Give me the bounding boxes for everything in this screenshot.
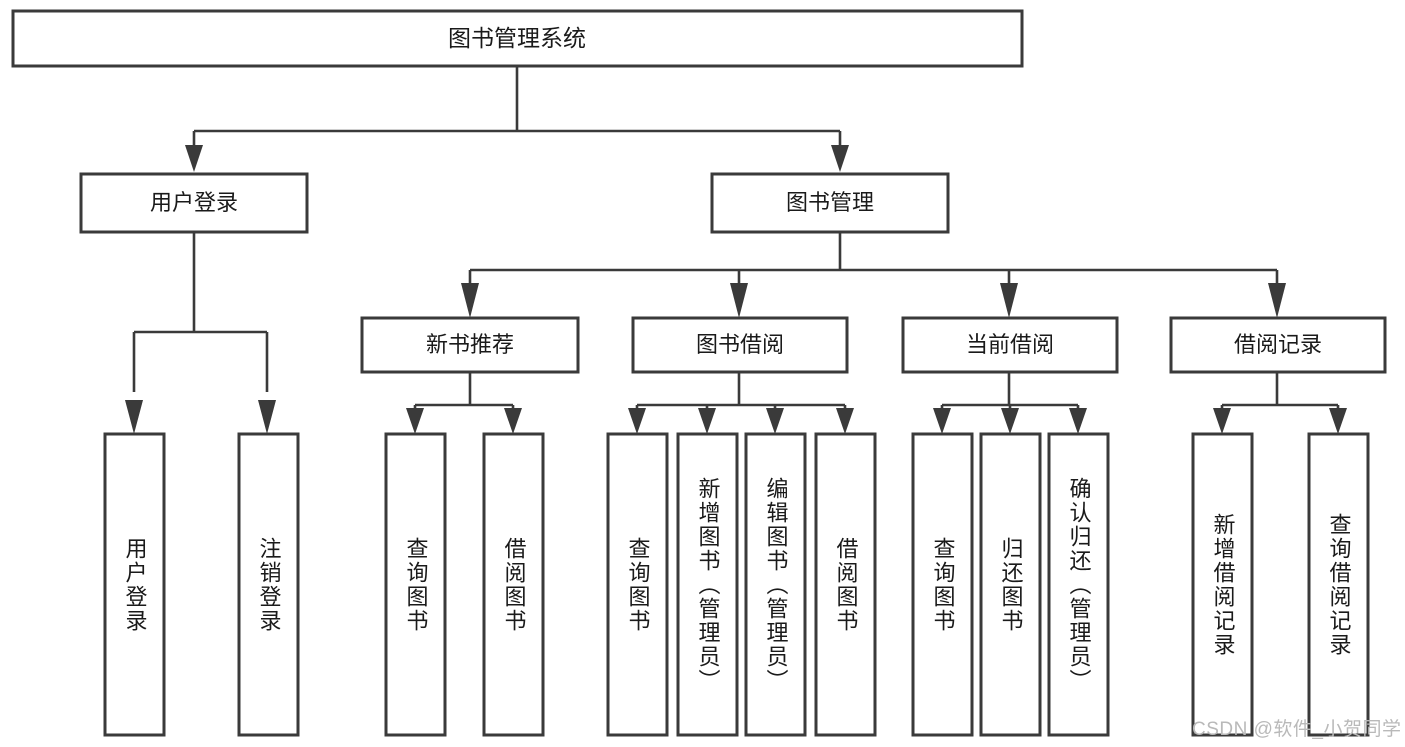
arrow-to-leaf-borrow-book-2 (836, 408, 854, 434)
connector-bookborrow-to-leaves (628, 372, 854, 434)
node-root[interactable]: 图书管理系统 (11, 9, 1024, 68)
node-current-borrow[interactable]: 当前借阅 (901, 316, 1119, 374)
node-leaf-borrow-book-1[interactable] (482, 432, 545, 737)
node-book-manage[interactable]: 图书管理 (710, 172, 950, 234)
arrow-to-leaf-query-book-3 (933, 408, 951, 434)
arrow-to-leaf-query-record (1329, 408, 1347, 434)
node-book-borrow-label: 图书借阅 (696, 332, 784, 357)
arrow-to-leaf-confirm-return (1069, 408, 1087, 434)
arrow-to-book-manage (831, 145, 849, 172)
connector-newbook-to-leaves (406, 372, 522, 434)
node-user-login-label: 用户登录 (150, 190, 238, 215)
node-borrow-record[interactable]: 借阅记录 (1169, 316, 1387, 374)
node-leaf-query-record[interactable] (1307, 432, 1370, 737)
arrow-to-leaf-borrow-book-1 (504, 408, 522, 434)
node-leaf-query-book-2[interactable] (606, 432, 669, 737)
node-leaf-borrow-book-2[interactable] (814, 432, 877, 737)
node-new-book-rec[interactable]: 新书推荐 (360, 316, 580, 374)
arrow-to-user-login (185, 145, 203, 172)
connector-bookmanage-to-level2 (461, 232, 1286, 318)
node-leaf-edit-book[interactable] (744, 432, 807, 737)
node-new-book-rec-label: 新书推荐 (426, 332, 514, 357)
arrow-to-leaf-user-login (125, 400, 143, 434)
node-book-borrow[interactable]: 图书借阅 (631, 316, 849, 374)
connector-currentborrow-to-leaves (933, 372, 1087, 434)
arrow-to-leaf-user-logout (258, 400, 276, 434)
arrow-to-leaf-edit-book (766, 408, 784, 434)
connector-root-to-level1 (185, 66, 849, 172)
node-leaf-user-login[interactable] (103, 432, 166, 737)
arrow-to-current-borrow (1000, 283, 1018, 318)
node-leaf-query-book-3[interactable] (911, 432, 974, 737)
node-leaf-confirm-return[interactable] (1047, 432, 1110, 737)
node-root-label: 图书管理系统 (448, 25, 586, 51)
connector-userlogin-to-leaves (125, 232, 276, 434)
arrow-to-leaf-add-book (698, 408, 716, 434)
arrow-to-leaf-query-book-1 (406, 408, 424, 434)
node-leaf-add-record[interactable] (1191, 432, 1254, 737)
arrow-to-new-book-rec (461, 283, 479, 318)
watermark-text: CSDN @软件_小贺同学 (1192, 719, 1402, 740)
node-current-borrow-label: 当前借阅 (966, 332, 1054, 357)
arrow-to-leaf-query-book-2 (628, 408, 646, 434)
leaf-boxes (103, 432, 1370, 737)
node-borrow-record-label: 借阅记录 (1234, 332, 1322, 357)
node-leaf-query-book-1[interactable] (384, 432, 447, 737)
arrow-to-book-borrow (730, 283, 748, 318)
arrow-to-leaf-add-record (1213, 408, 1231, 434)
node-leaf-return-book[interactable] (979, 432, 1042, 737)
node-leaf-add-book[interactable] (676, 432, 739, 737)
node-user-login[interactable]: 用户登录 (79, 172, 309, 234)
arrow-to-leaf-return-book (1001, 408, 1019, 434)
connector-borrowrecord-to-leaves (1213, 372, 1347, 434)
arrow-to-borrow-record (1268, 283, 1286, 318)
node-book-manage-label: 图书管理 (786, 190, 874, 215)
node-leaf-user-logout[interactable] (237, 432, 300, 737)
